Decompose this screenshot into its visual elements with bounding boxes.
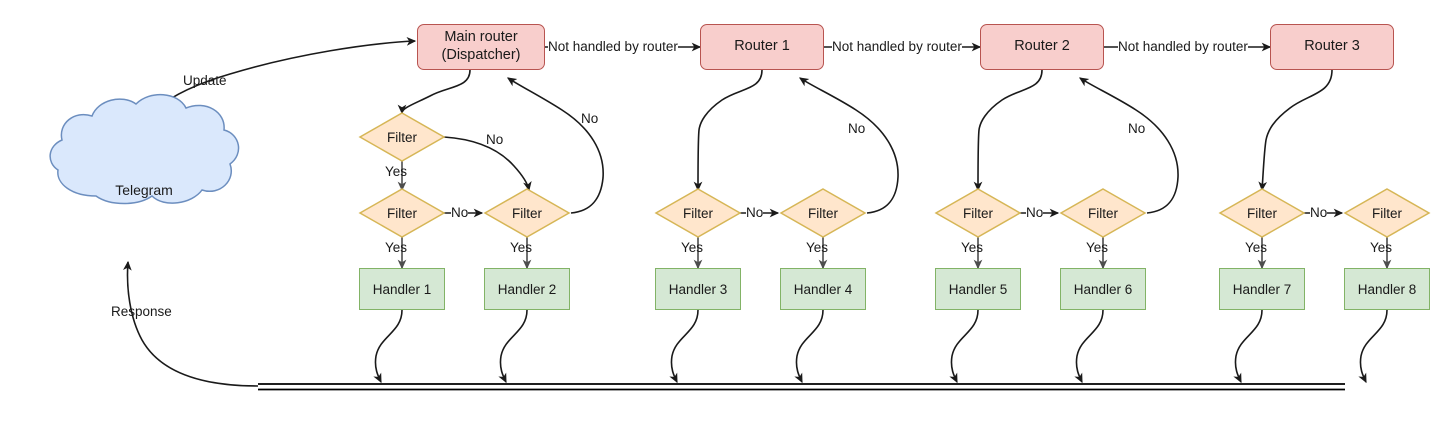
edge-filter-c2-no-return — [1079, 77, 1179, 214]
handler-3-label: Handler 3 — [668, 281, 728, 297]
edge-handler-6-to-bus — [1074, 309, 1104, 384]
handler-8-label: Handler 8 — [1357, 281, 1417, 297]
handler-4-label: Handler 4 — [793, 281, 853, 297]
node-handler-4[interactable]: Handler 4 — [780, 268, 866, 310]
edge-filter-b2-no-return — [799, 77, 899, 214]
handler-7-label: Handler 7 — [1232, 281, 1292, 297]
edge-handler-2-to-bus — [498, 309, 528, 384]
node-filter-c1[interactable]: Filter — [936, 189, 1020, 237]
edge-handler-5-to-bus — [949, 309, 979, 384]
node-handler-7[interactable]: Handler 7 — [1219, 268, 1305, 310]
node-handler-2[interactable]: Handler 2 — [484, 268, 570, 310]
node-router-3[interactable]: Router 3 — [1270, 24, 1394, 70]
node-filter-b1[interactable]: Filter — [656, 189, 740, 237]
filter-a3-label: Filter — [512, 205, 542, 221]
node-filter-a3[interactable]: Filter — [485, 189, 569, 237]
handler-2-label: Handler 2 — [497, 281, 557, 297]
main-router-line1: Main router — [444, 29, 518, 46]
edge-router1-to-filter-b1 — [693, 69, 763, 192]
filter-d1-label: Filter — [1247, 205, 1277, 221]
filter-diamond-shapes — [358, 112, 1431, 238]
handler-5-label: Handler 5 — [948, 281, 1008, 297]
node-filter-a2[interactable]: Filter — [360, 189, 444, 237]
edge-response — [123, 260, 259, 387]
node-handler-3[interactable]: Handler 3 — [655, 268, 741, 310]
edge-router2-to-filter-c1 — [973, 69, 1043, 192]
node-handler-5[interactable]: Handler 5 — [935, 268, 1021, 310]
router-3-label: Router 3 — [1304, 38, 1360, 55]
main-router-line2: (Dispatcher) — [441, 47, 521, 63]
filter-b2-label: Filter — [808, 205, 838, 221]
filter-d2-label: Filter — [1372, 205, 1402, 221]
handler-6-label: Handler 6 — [1073, 281, 1133, 297]
edge-router3-to-filter-d1 — [1258, 69, 1333, 192]
edge-filter-a1-no — [443, 136, 532, 192]
router-1-label: Router 1 — [734, 38, 790, 55]
filter-c1-label: Filter — [963, 205, 993, 221]
edge-filter-a3-no-return — [507, 77, 604, 214]
edge-handler-1-to-bus — [373, 309, 403, 384]
node-filter-d1[interactable]: Filter — [1220, 189, 1304, 237]
filter-a2-label: Filter — [387, 205, 417, 221]
edge-handler-4-to-bus — [794, 309, 824, 384]
node-router-1[interactable]: Router 1 — [700, 24, 824, 70]
edge-mainrouter-to-filter-a1 — [397, 69, 471, 115]
edge-handler-3-to-bus — [669, 309, 699, 384]
node-filter-a1[interactable]: Filter — [360, 113, 444, 161]
handler-1-label: Handler 1 — [372, 281, 432, 297]
node-handler-8[interactable]: Handler 8 — [1344, 268, 1430, 310]
node-main-router[interactable]: Main router (Dispatcher) — [417, 24, 545, 70]
node-router-2[interactable]: Router 2 — [980, 24, 1104, 70]
filter-c2-label: Filter — [1088, 205, 1118, 221]
node-filter-d2[interactable]: Filter — [1345, 189, 1429, 237]
node-handler-6[interactable]: Handler 6 — [1060, 268, 1146, 310]
edge-handler-8-to-bus — [1358, 309, 1388, 384]
router-2-label: Router 2 — [1014, 38, 1070, 55]
node-filter-c2[interactable]: Filter — [1061, 189, 1145, 237]
node-filter-b2[interactable]: Filter — [781, 189, 865, 237]
node-handler-1[interactable]: Handler 1 — [359, 268, 445, 310]
edge-handler-7-to-bus — [1233, 309, 1263, 384]
telegram-cloud — [49, 93, 240, 205]
filter-b1-label: Filter — [683, 205, 713, 221]
filter-a1-label: Filter — [387, 129, 417, 145]
